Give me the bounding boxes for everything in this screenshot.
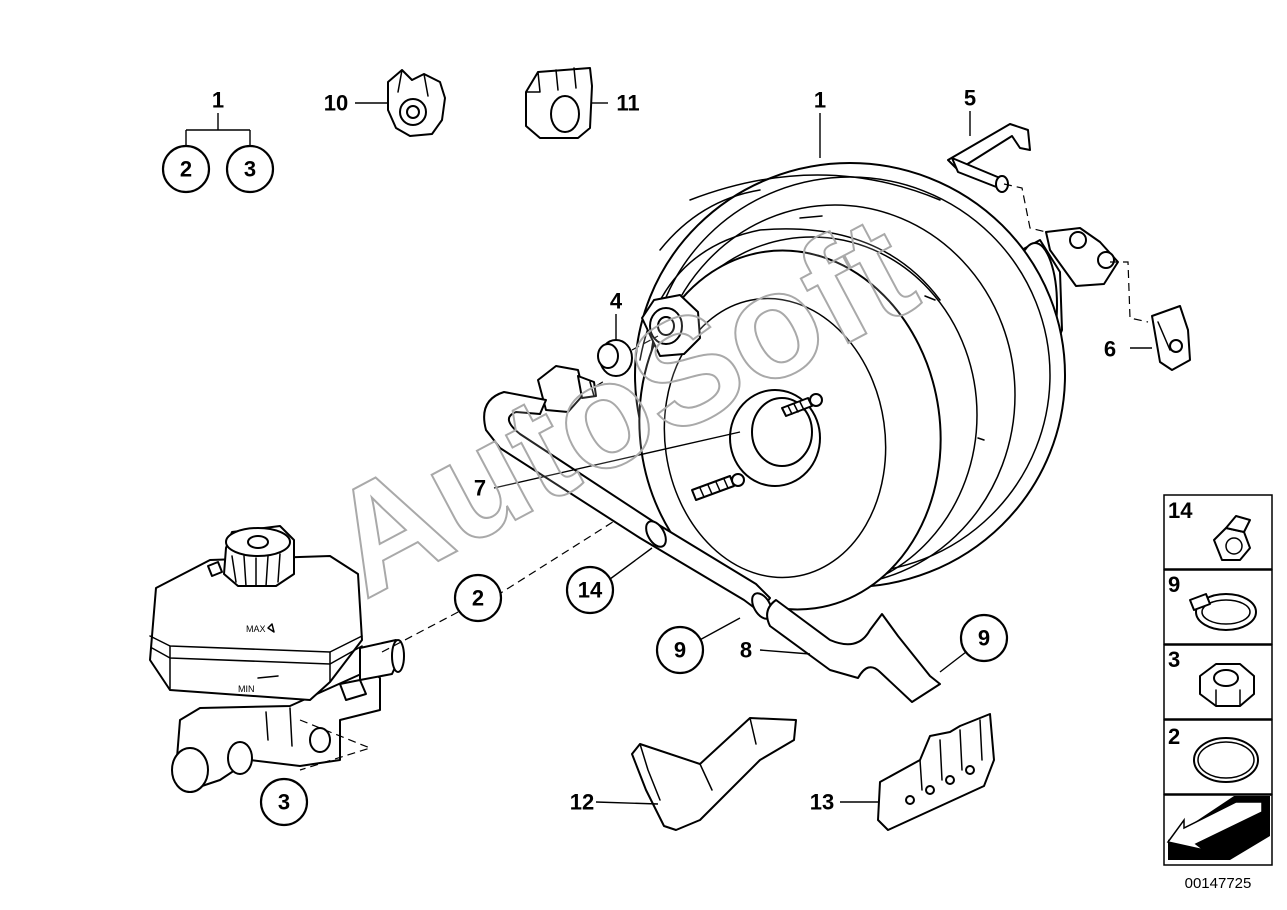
o-ring-icon	[1193, 737, 1259, 783]
legend: 14 9 3 2 00147725	[1163, 494, 1273, 892]
hose-holder-12: 12	[570, 717, 797, 831]
legend-label-2: 2	[1168, 724, 1180, 749]
check-valve-hose: 7 2 14 9	[453, 365, 773, 675]
callout-2-hose: 2	[472, 586, 484, 611]
legend-label-9: 9	[1168, 572, 1180, 597]
label-12: 12	[570, 790, 594, 815]
callout-3: 3	[244, 157, 256, 182]
group-1-callout: 1 2 3	[161, 88, 275, 194]
hose-holder-13: 13	[810, 713, 995, 831]
label-13: 13	[810, 790, 834, 815]
hose-clamp-icon	[1189, 593, 1257, 631]
label-4: 4	[610, 289, 623, 314]
hose-clip-icon	[1213, 515, 1251, 561]
reservoir-min-mark: MIN	[238, 684, 255, 694]
clip-nut-6: 6	[1104, 305, 1191, 371]
direction-arrow-icon	[1166, 796, 1270, 860]
diagram-id: 00147725	[1185, 875, 1252, 892]
label-5: 5	[964, 86, 976, 111]
callout-3-cylinder: 3	[278, 790, 290, 815]
reservoir-max-mark: MAX	[246, 624, 266, 634]
vacuum-hose-8: 8 9	[740, 599, 1009, 703]
callout-9a: 9	[674, 638, 686, 663]
grommet-11: 11	[525, 67, 640, 139]
label-6: 6	[1104, 337, 1116, 362]
master-cylinder-reservoir: MAX MIN 3	[149, 525, 463, 827]
label-group-1: 1	[212, 88, 224, 113]
legend-label-14: 14	[1168, 498, 1193, 523]
callout-2: 2	[180, 157, 192, 182]
label-8: 8	[740, 638, 752, 663]
callout-14-hose: 14	[578, 578, 603, 603]
brake-booster: 1	[634, 88, 1066, 611]
label-7: 7	[474, 476, 486, 501]
hex-nut-icon	[1199, 663, 1255, 707]
label-booster-1: 1	[814, 88, 826, 113]
callout-9b: 9	[978, 626, 990, 651]
clevis-pin-5: 5	[947, 86, 1149, 323]
grommet-4: 4	[597, 289, 659, 377]
label-10: 10	[324, 91, 348, 116]
legend-label-3: 3	[1168, 647, 1180, 672]
clip-10: 10	[324, 69, 446, 137]
label-11: 11	[616, 91, 639, 116]
